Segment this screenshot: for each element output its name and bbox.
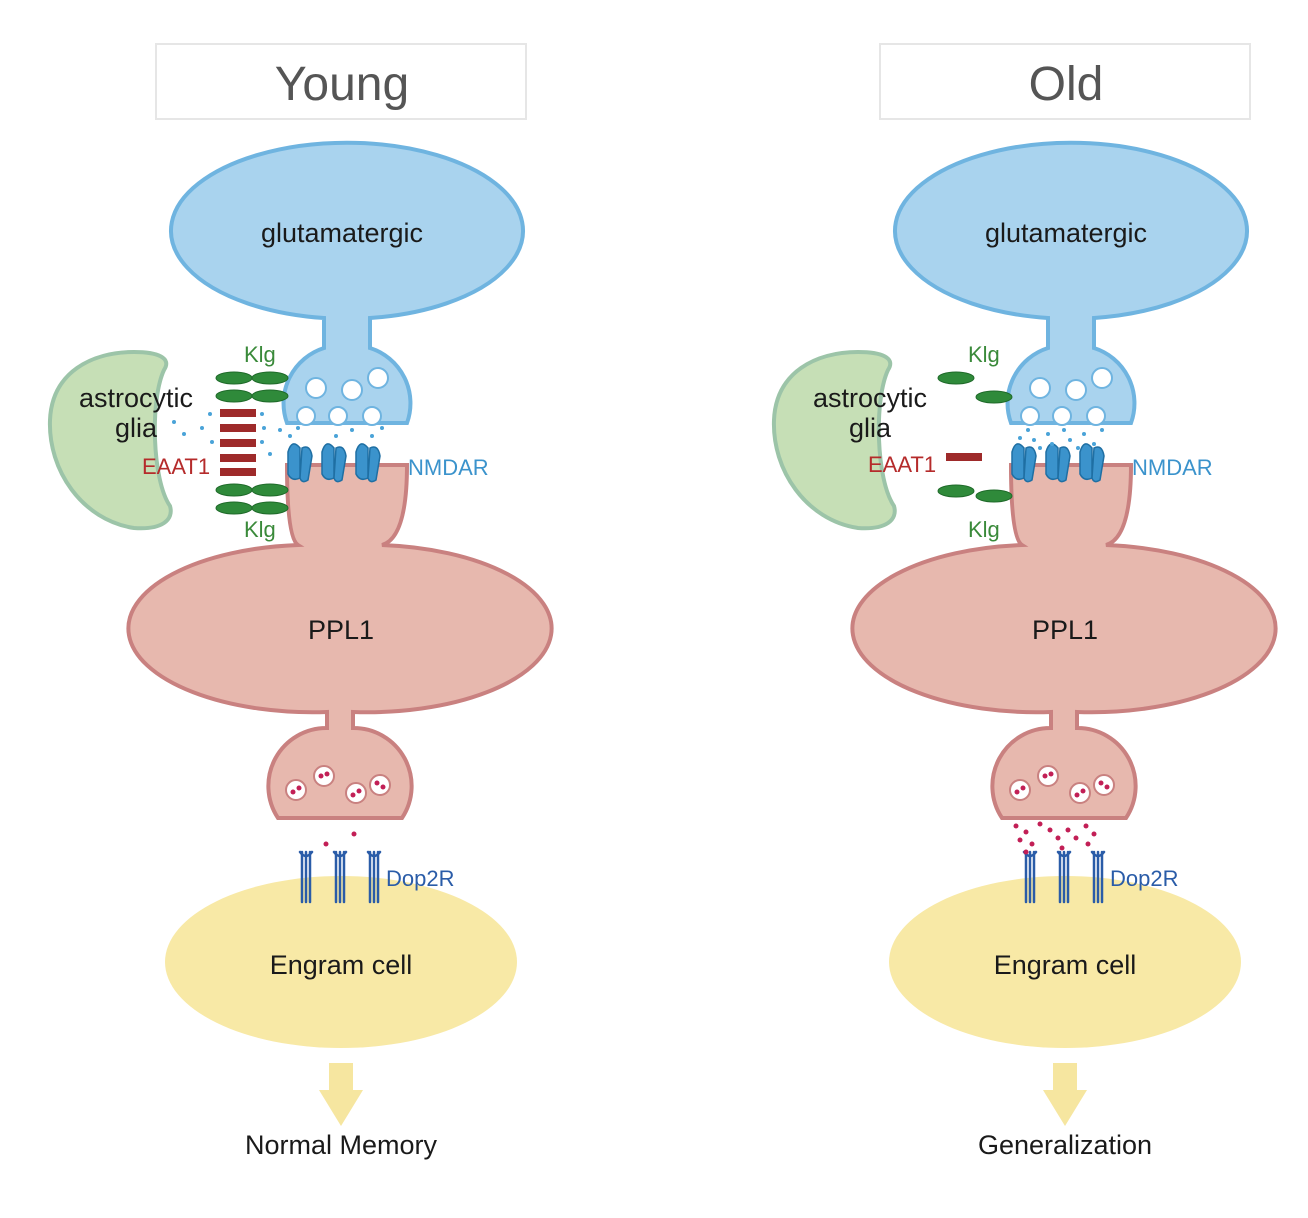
glutamatergic-label: glutamatergic	[261, 218, 423, 248]
glia-label-line2: glia	[115, 413, 158, 443]
klg-top-label: Klg	[968, 342, 1000, 367]
klg-top-group	[215, 371, 289, 403]
dop2r-label: Dop2R	[386, 866, 454, 891]
panel-title-box	[155, 43, 527, 120]
outcome-label: Normal Memory	[245, 1130, 438, 1160]
engram-label: Engram cell	[994, 950, 1137, 980]
panel-title: Young	[275, 58, 409, 111]
panel-title-box	[879, 43, 1251, 120]
eaat1-transporters	[220, 409, 256, 476]
dopamine-dots	[1013, 821, 1097, 855]
klg-bottom-label: Klg	[968, 517, 1000, 542]
klg-bottom-label: Klg	[244, 517, 276, 542]
nmdar-label: NMDAR	[408, 455, 489, 480]
glia-label-line2: glia	[849, 413, 892, 443]
panel-old: Old glutamaterg	[771, 43, 1278, 1160]
glia-label-line1: astrocytic	[813, 383, 927, 413]
nmdar-label: NMDAR	[1132, 455, 1213, 480]
klg-bottom-group	[937, 484, 1013, 503]
eaat1-label: EAAT1	[142, 454, 210, 479]
klg-bottom-group	[215, 483, 289, 515]
glia-label-line1: astrocytic	[79, 383, 193, 413]
eaat1-transporters	[946, 453, 982, 461]
glutamate-dots	[172, 412, 384, 456]
klg-top-group	[937, 371, 1013, 404]
panel-young: Young	[47, 43, 554, 1160]
panel-title: Old	[1029, 58, 1104, 111]
dopamine-dots	[323, 831, 357, 847]
klg-top-label: Klg	[244, 342, 276, 367]
glutamatergic-label: glutamatergic	[985, 218, 1147, 248]
ppl1-label: PPL1	[308, 615, 374, 645]
outcome-label: Generalization	[978, 1130, 1152, 1160]
ppl1-label: PPL1	[1032, 615, 1098, 645]
glutamate-dots	[1018, 428, 1104, 450]
engram-label: Engram cell	[270, 950, 413, 980]
dop2r-label: Dop2R	[1110, 866, 1178, 891]
eaat1-label: EAAT1	[868, 452, 936, 477]
